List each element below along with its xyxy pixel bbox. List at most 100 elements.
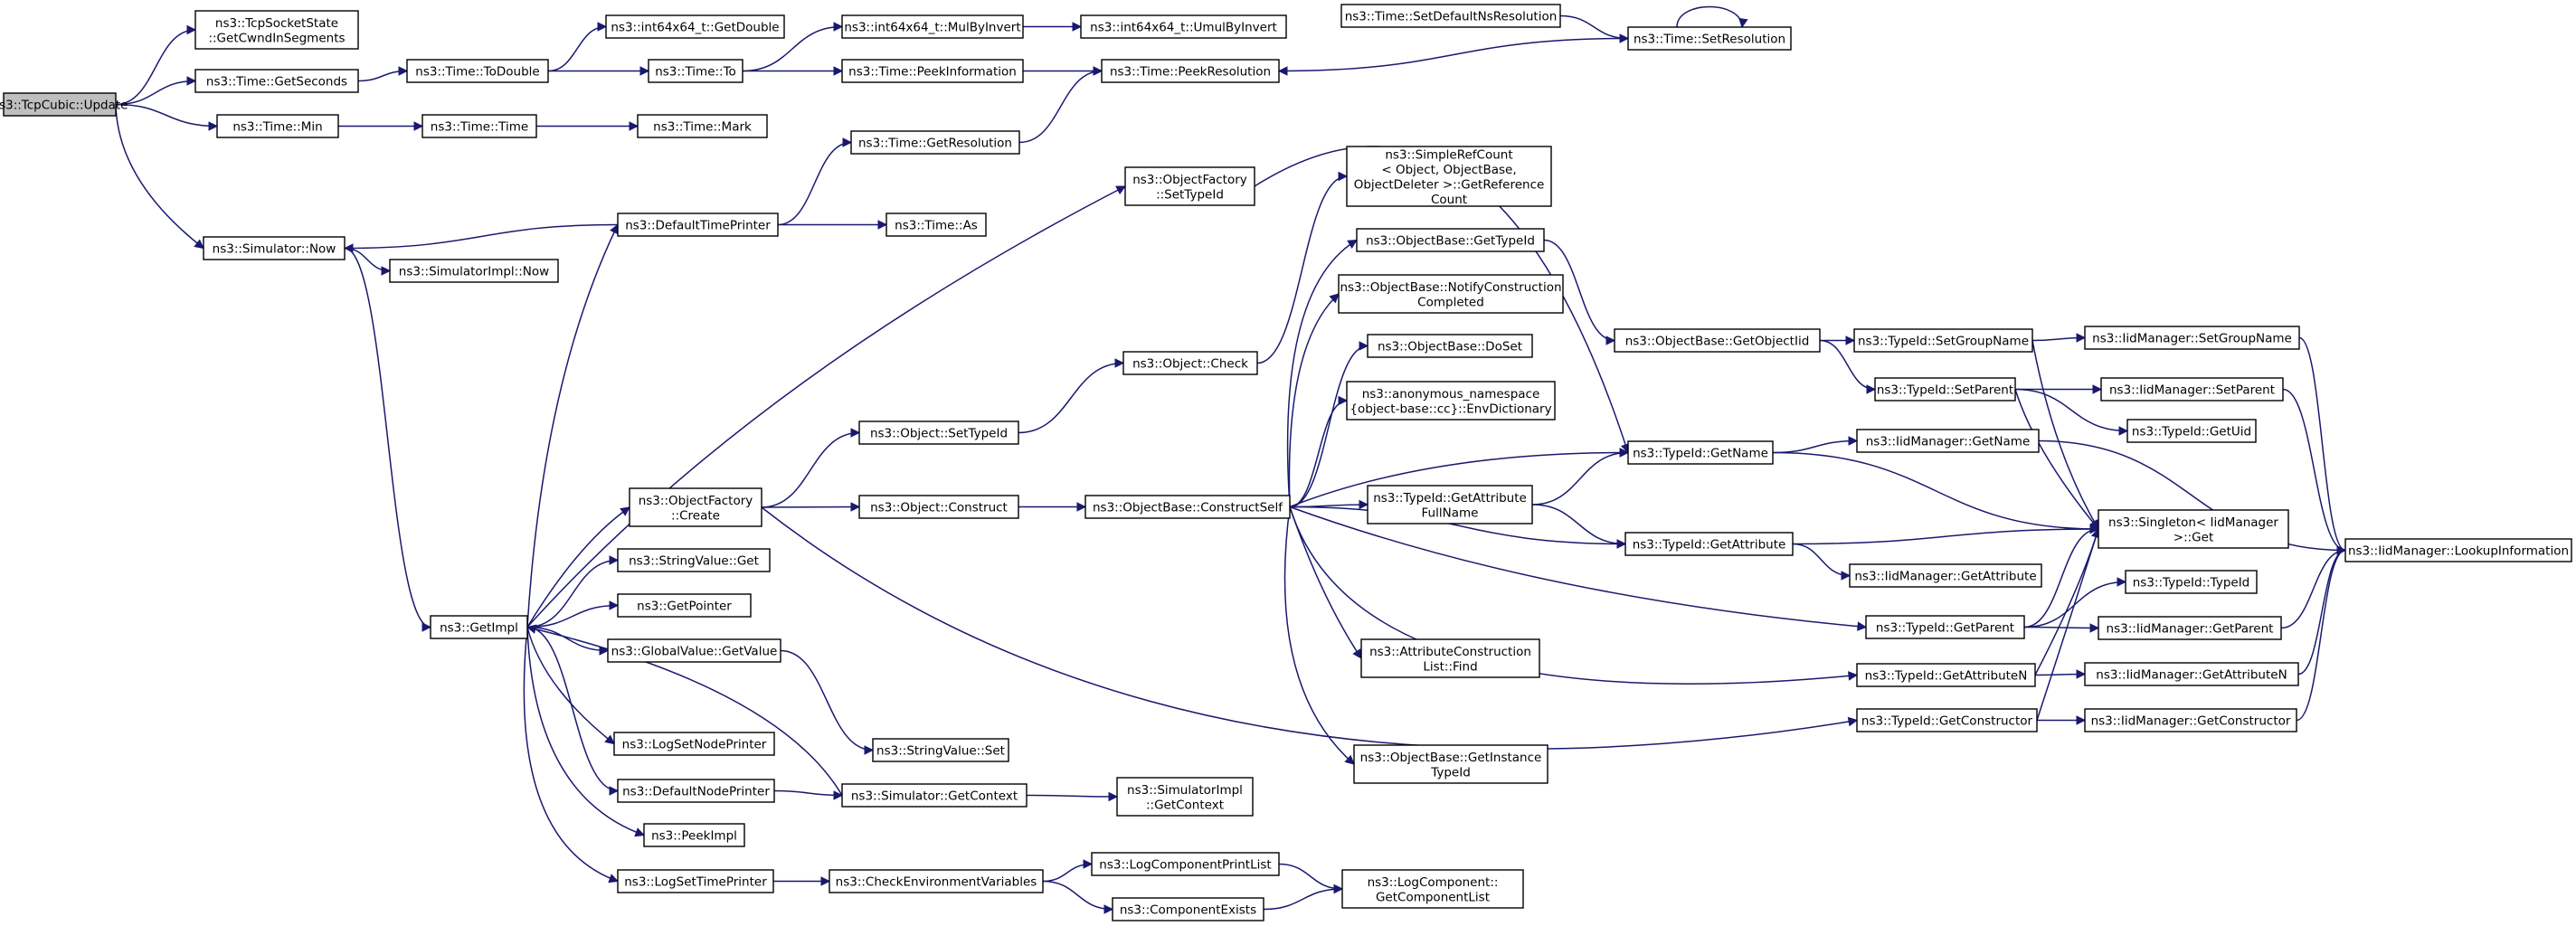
node-ofSetTypeId[interactable]: ns3::ObjectFactory::SetTypeId [1124, 166, 1255, 206]
node-iidSetParent[interactable]: ns3::IidManager::SetParent [2100, 377, 2284, 402]
edge-line [1559, 14, 1629, 40]
edge-arrowhead [2089, 623, 2100, 633]
node-obGetTypeId[interactable]: ns3::ObjectBase::GetTypeId [1356, 228, 1545, 252]
node-obDoSet[interactable]: ns3::ObjectBase::DoSet [1367, 334, 1533, 358]
node-objConstruct[interactable]: ns3::Object::Construct [858, 495, 1019, 519]
node-obGetObjectIid[interactable]: ns3::ObjectBase::GetObjectIid [1614, 328, 1821, 353]
node-tidGetAttribute[interactable]: ns3::TypeId::GetAttribute [1624, 532, 1794, 556]
node-int64GetDouble[interactable]: ns3::int64x64_t::GetDouble [605, 14, 785, 39]
edge-update-to-getCwnd [115, 24, 197, 106]
node-singletonGet[interactable]: ns3::Singleton< IidManager >::Get [2098, 509, 2289, 549]
node-componentExists[interactable]: ns3::ComponentExists [1112, 897, 1264, 921]
node-envDict[interactable]: ns3::anonymous_namespace{object-base::cc… [1346, 381, 1556, 420]
edge-line [2296, 549, 2346, 722]
node-tidGetParent[interactable]: ns3::TypeId::GetParent [1865, 615, 2025, 639]
node-objSetTypeId[interactable]: ns3::Object::SetTypeId [858, 420, 1019, 445]
node-logSetTimePrinter[interactable]: ns3::LogSetTimePrinter [617, 869, 774, 893]
node-tidGetConstructor[interactable]: ns3::TypeId::GetConstructor [1856, 708, 2038, 732]
node-tidGetName[interactable]: ns3::TypeId::GetName [1627, 440, 1774, 465]
edge-line [761, 506, 1858, 750]
node-simGetContext[interactable]: ns3::Simulator::GetContext [841, 783, 1028, 808]
node-umulByInvert[interactable]: ns3::int64x64_t::UmulByInvert [1080, 14, 1287, 39]
node-label: ns3::ObjectBase::ConstructSelf [1093, 501, 1283, 515]
node-logCompGetList[interactable]: ns3::LogComponent::GetComponentList [1341, 869, 1524, 909]
node-defaultNodePrinter[interactable]: ns3::DefaultNodePrinter [617, 779, 775, 803]
node-getResolution[interactable]: ns3::Time::GetResolution [850, 130, 1020, 155]
function-nodes: ns3::TcpCubic::Update ns3::TcpSocketState… [0, 4, 2572, 921]
node-mulByInvert[interactable]: ns3::int64x64_t::MulByInvert [841, 14, 1024, 39]
node-logSetNodePrinter[interactable]: ns3::LogSetNodePrinter [613, 732, 775, 756]
node-getCwnd[interactable]: ns3::TcpSocketState::GetCwndInSegments [194, 10, 359, 50]
node-iidSetGroupName[interactable]: ns3::IidManager::SetGroupName [2084, 326, 2300, 350]
node-stringValueGet[interactable]: ns3::StringValue::Get [617, 548, 771, 572]
node-simImplGetContext[interactable]: ns3::SimulatorImpl::GetContext [1116, 777, 1254, 817]
node-box [194, 10, 359, 50]
node-getImpl[interactable]: ns3::GetImpl [430, 615, 528, 639]
node-label: ns3::TcpCubic::Update [0, 99, 128, 113]
node-objCheck[interactable]: ns3::Object::Check [1122, 351, 1258, 375]
node-timeTime[interactable]: ns3::Time::Time [421, 114, 537, 138]
node-label: {object-base::cc}::EnvDictionary [1350, 402, 1551, 416]
node-label: ns3::Time::PeekInformation [848, 65, 1017, 80]
node-getSeconds[interactable]: ns3::Time::GetSeconds [194, 69, 359, 93]
node-box [1627, 26, 1792, 51]
node-checkEnvVars[interactable]: ns3::CheckEnvironmentVariables [829, 869, 1044, 893]
node-update[interactable]: ns3::TcpCubic::Update [0, 92, 128, 117]
node-simImplNow[interactable]: ns3::SimulatorImpl::Now [389, 259, 559, 283]
node-label: ns3::TcpSocketState [215, 16, 338, 31]
node-label: Completed [1417, 295, 1484, 309]
edge-obConstructSelf-to-tidGetParent [1289, 506, 1868, 631]
node-tidSetGroupName[interactable]: ns3::TypeId::SetGroupName [1853, 328, 2033, 353]
node-simNow[interactable]: ns3::Simulator::Now [203, 236, 346, 260]
edge-arrowhead [1338, 395, 1349, 406]
node-timeMark[interactable]: ns3::Time::Mark [637, 114, 768, 138]
edge-arrowhead [1333, 883, 1344, 894]
node-label: ns3::TypeId::GetConstructor [1861, 714, 2033, 729]
node-tidGetAttributeN[interactable]: ns3::TypeId::GetAttributeN [1856, 663, 2036, 687]
node-box [841, 783, 1028, 808]
node-toDouble[interactable]: ns3::Time::ToDouble [406, 59, 549, 83]
node-iidGetAttributeN[interactable]: ns3::IidManager::GetAttributeN [2084, 662, 2299, 686]
edge-obGetObjectIid-to-tidSetParent [1819, 339, 1877, 394]
edge-arrowhead [1114, 358, 1125, 368]
edge-line [526, 604, 619, 628]
node-iidLookup[interactable]: ns3::IidManager::LookupInformation [2344, 538, 2572, 562]
node-peekInformation[interactable]: ns3::Time::PeekInformation [841, 59, 1024, 83]
node-getPointer[interactable]: ns3::GetPointer [617, 593, 752, 618]
node-defaultTimePrinter[interactable]: ns3::DefaultTimePrinter [617, 213, 779, 237]
node-iidGetName[interactable]: ns3::IidManager::GetName [1856, 429, 2040, 453]
edge-getImpl-to-logSetNodePrinter [526, 627, 615, 745]
edge-defaultTimePrinter-to-simNow [343, 223, 619, 253]
edge-arrowhead [1738, 17, 1748, 29]
edge-getImpl-to-getPointer [526, 600, 620, 628]
node-timeTo[interactable]: ns3::Time::To [648, 59, 743, 83]
edge-update-to-timeMin [115, 103, 219, 131]
node-label: ns3::Time::Min [232, 120, 322, 135]
node-globalValueGet[interactable]: ns3::GlobalValue::GetValue [607, 638, 781, 663]
node-stringValueSet[interactable]: ns3::StringValue::Set [872, 738, 1009, 762]
node-iidGetConstructor[interactable]: ns3::IidManager::GetConstructor [2084, 708, 2297, 732]
node-label: ns3::Time::GetResolution [858, 137, 1012, 151]
node-timeMin[interactable]: ns3::Time::Min [216, 114, 339, 138]
node-peekResolution[interactable]: ns3::Time::PeekResolution [1101, 59, 1280, 83]
node-ofCreate[interactable]: ns3::ObjectFactory::Create [629, 487, 762, 527]
node-simpleRefCount[interactable]: ns3::SimpleRefCount< Object, ObjectBase,… [1346, 146, 1552, 207]
node-label: ns3::TypeId::TypeId [2133, 576, 2250, 591]
edge-arrowhead [842, 137, 853, 147]
node-obNotify[interactable]: ns3::ObjectBase::NotifyConstructionCompl… [1338, 274, 1564, 314]
node-tidSetParent[interactable]: ns3::TypeId::SetParent [1874, 377, 2016, 402]
node-iidGetParent[interactable]: ns3::IidManager::GetParent [2098, 616, 2282, 640]
node-obConstructSelf[interactable]: ns3::ObjectBase::ConstructSelf [1084, 495, 1291, 519]
node-tidGetUid[interactable]: ns3::TypeId::GetUid [2126, 419, 2257, 443]
node-timeAs[interactable]: ns3::Time::As [886, 213, 987, 237]
edge-arrowhead [1352, 648, 1362, 659]
node-tidTypeId[interactable]: ns3::TypeId::TypeId [2125, 570, 2258, 594]
node-peekImpl[interactable]: ns3::PeekImpl [643, 823, 745, 847]
node-iidGetAttribute[interactable]: ns3::IidManager::GetAttribute [1849, 563, 2042, 588]
node-logCompPrintList[interactable]: ns3::LogComponentPrintList [1091, 852, 1280, 876]
node-setResolution[interactable]: ns3::Time::SetResolution [1627, 26, 1792, 51]
node-setDefaultNsRes[interactable]: ns3::Time::SetDefaultNsResolution [1340, 4, 1561, 28]
